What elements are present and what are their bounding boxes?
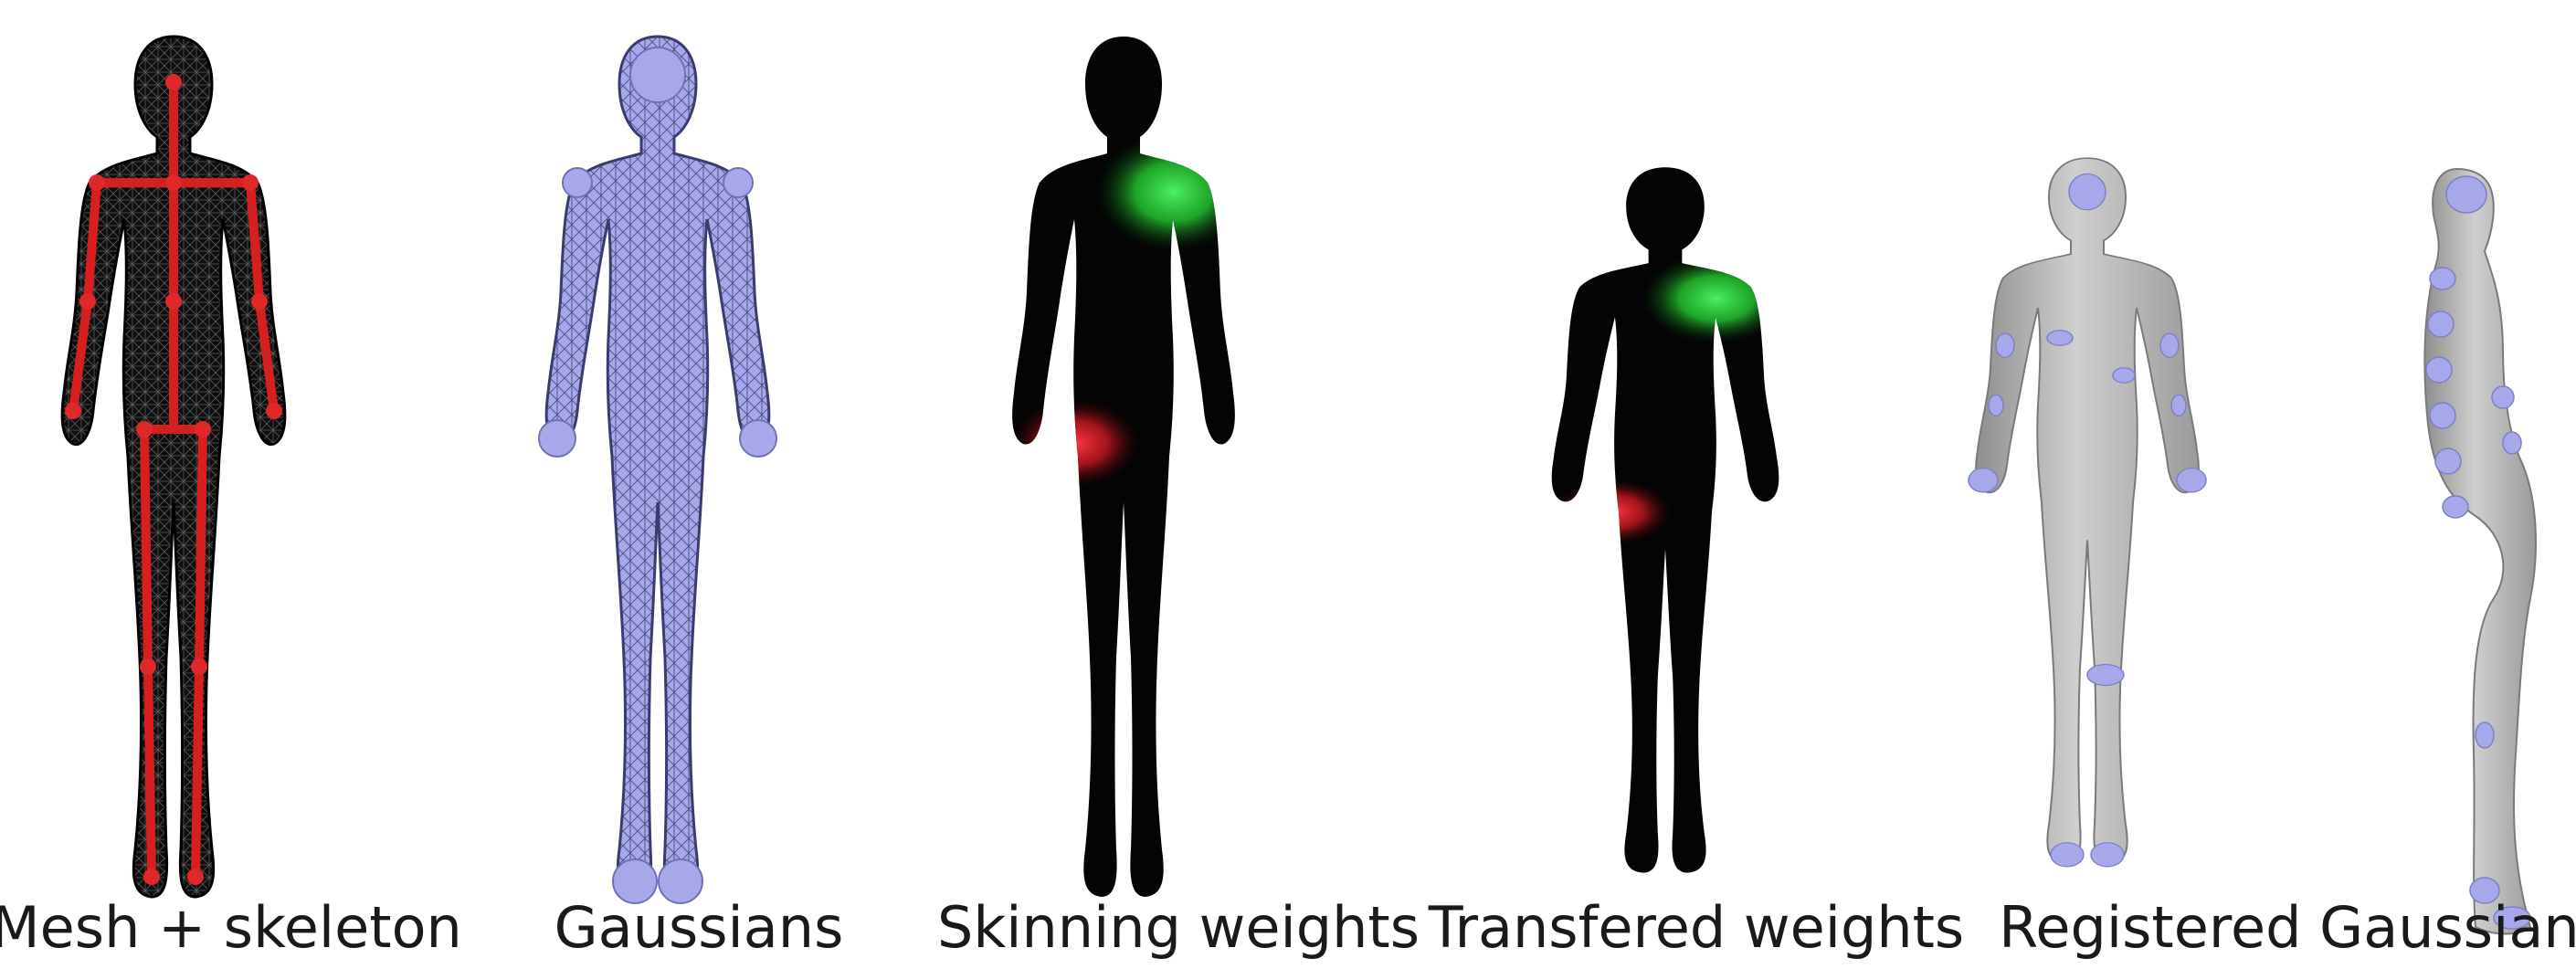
panel-registered-front	[1969, 158, 2206, 867]
caption-registered-gaussians: Registered Gaussians	[1999, 900, 2576, 956]
panel-mesh-skeleton	[62, 37, 285, 897]
panel-transfered-weights	[1552, 167, 1791, 872]
panel-gaussians	[539, 37, 776, 903]
caption-skinning-weights: Skinning weights	[937, 900, 1420, 956]
panel-skinning-weights	[1012, 37, 1251, 897]
caption-gaussians: Gaussians	[554, 900, 844, 956]
caption-mesh-skeleton: Mesh + skeleton	[0, 900, 462, 956]
panel-registered-side	[2424, 169, 2536, 934]
caption-transfered-weights: Transfered weights	[1429, 900, 1965, 956]
